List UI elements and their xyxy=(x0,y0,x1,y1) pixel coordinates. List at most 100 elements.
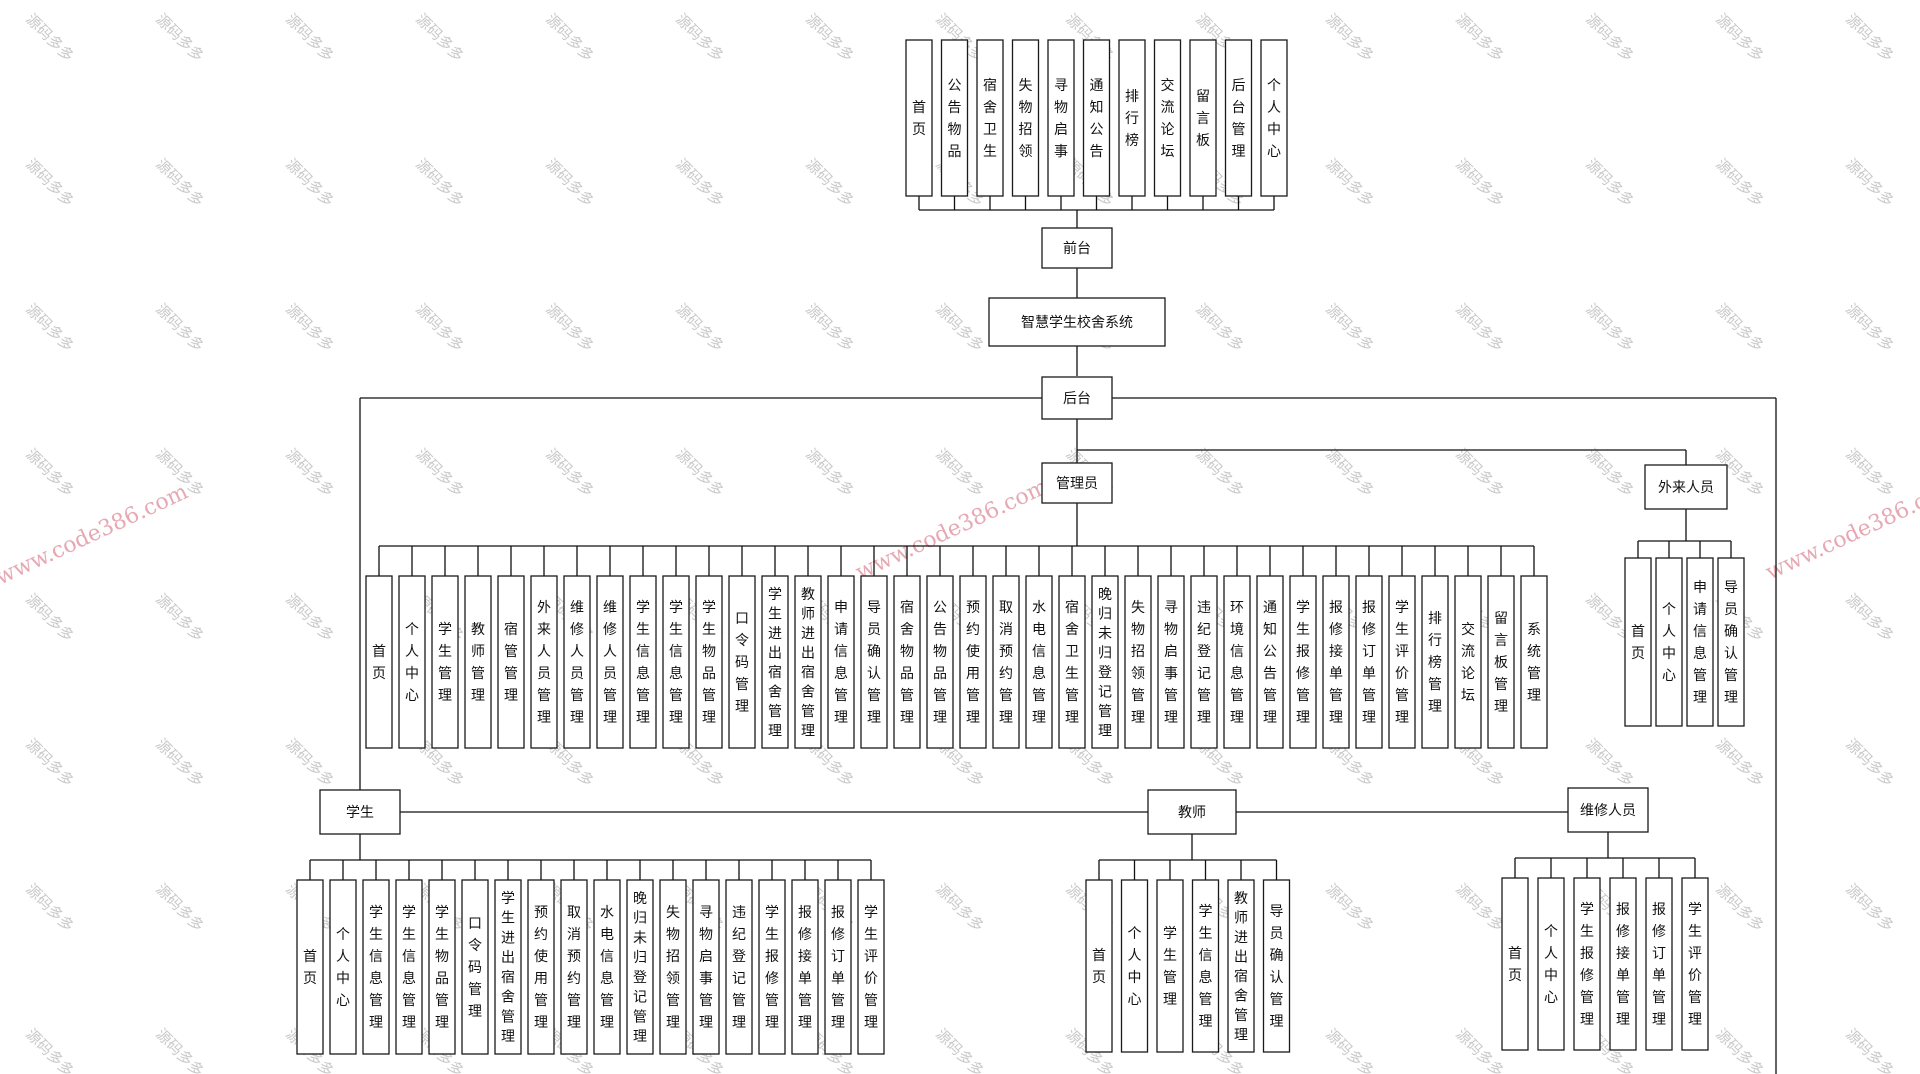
watermark-text: 源码多多 xyxy=(1842,155,1897,210)
watermark-text: 源码多多 xyxy=(1842,10,1897,65)
teacher-item-3: 学生信息管理 xyxy=(1191,879,1220,1053)
visitor-node-label: 外来人员 xyxy=(1658,480,1714,496)
repair-item-1-box xyxy=(1537,877,1565,1051)
student-item-17-label: 学生评价管理 xyxy=(864,905,878,1031)
admin-item-2-label: 学生管理 xyxy=(438,622,452,704)
watermark-text: 源码多多 xyxy=(1322,445,1377,500)
admin-item-26-label: 环境信息管理 xyxy=(1230,600,1244,726)
teacher-item-4-box xyxy=(1227,879,1255,1053)
front-item-2-box xyxy=(976,39,1004,197)
admin-item-5: 外来人员管理 xyxy=(530,575,558,749)
front-item-1-label: 公告物品 xyxy=(948,78,962,160)
admin-item-35-box xyxy=(1520,575,1548,749)
student-item-14-label: 学生报修管理 xyxy=(765,905,779,1031)
watermark-text: 源码多多 xyxy=(1842,300,1897,355)
watermark-text: 源码多多 xyxy=(1712,1025,1767,1074)
watermark-text: 源码多多 xyxy=(1582,735,1637,790)
student-node-box xyxy=(319,789,401,835)
admin-item-7-box xyxy=(596,575,624,749)
admin-item-18-box xyxy=(959,575,987,749)
admin-item-34-label: 留言板管理 xyxy=(1494,611,1508,715)
admin-item-4-label: 宿管管理 xyxy=(504,621,518,704)
admin-item-20-label: 水电信息管理 xyxy=(1032,600,1046,726)
teacher-item-0-box xyxy=(1085,879,1113,1053)
admin-item-11-label: 口令码管理 xyxy=(735,611,749,715)
admin-node-box xyxy=(1041,462,1113,504)
front-item-5-label: 通知公告 xyxy=(1090,78,1104,160)
student-item-12-box xyxy=(692,879,720,1055)
root-node-box xyxy=(988,297,1166,347)
node-layer: 首页公告物品宿舍卫生失物招领寻物启事通知公告排行榜交流论坛留言板后台管理个人中心… xyxy=(296,39,1745,1055)
admin-item-28: 学生报修管理 xyxy=(1289,575,1317,749)
repair-item-2-label: 学生报修管理 xyxy=(1580,902,1594,1028)
admin-item-14: 申请信息管理 xyxy=(827,575,855,749)
admin-item-18: 预约使用管理 xyxy=(959,575,987,749)
watermark-text: 源码多多 xyxy=(282,155,337,210)
admin-item-3-box xyxy=(464,575,492,749)
admin-item-28-box xyxy=(1289,575,1317,749)
admin-item-25: 违纪登记管理 xyxy=(1190,575,1218,749)
admin-item-9-box xyxy=(662,575,690,749)
watermark-text: 源码多多 xyxy=(282,300,337,355)
visitor-item-3-label: 导员确认管理 xyxy=(1724,580,1738,706)
watermark-text: 源码多多 xyxy=(932,1025,987,1074)
front-item-7-label: 交流论坛 xyxy=(1161,77,1175,160)
student-node: 学生 xyxy=(319,789,401,835)
front-item-2-label: 宿舍卫生 xyxy=(983,77,997,160)
watermark-text: 源码多多 xyxy=(1712,10,1767,65)
watermark-text: 源码多多 xyxy=(1452,445,1507,500)
admin-item-7: 维修人员管理 xyxy=(596,575,624,749)
student-node-label: 学生 xyxy=(346,805,374,821)
watermark-text: 源码多多 xyxy=(1322,1025,1377,1074)
admin-item-1-label: 个人中心 xyxy=(405,622,419,704)
repair-node-box xyxy=(1567,787,1649,833)
admin-item-32-box xyxy=(1421,575,1449,749)
admin-item-10-label: 学生物品管理 xyxy=(702,600,716,726)
front-item-5-box xyxy=(1082,39,1111,197)
repair-item-4-box xyxy=(1645,877,1673,1051)
student-item-13: 违纪登记管理 xyxy=(725,879,753,1055)
visitor-item-1-box xyxy=(1655,557,1683,727)
student-item-1: 个人中心 xyxy=(329,879,357,1055)
admin-item-26-box xyxy=(1223,575,1251,749)
student-item-16-label: 报修订单管理 xyxy=(831,905,845,1031)
student-item-2-label: 学生信息管理 xyxy=(369,905,383,1031)
watermark-text: 源码多多 xyxy=(412,10,467,65)
teacher-node-box xyxy=(1147,789,1237,835)
front-item-9-label: 后台管理 xyxy=(1232,78,1246,160)
watermark-text: 源码多多 xyxy=(22,10,77,65)
student-item-3-box xyxy=(395,879,423,1055)
front-item-8-label: 留言板 xyxy=(1196,89,1210,149)
front-item-0: 首页 xyxy=(905,39,933,197)
student-item-4-box xyxy=(428,879,456,1055)
front-item-6-label: 排行榜 xyxy=(1125,89,1139,149)
admin-item-32: 排行榜管理 xyxy=(1421,575,1449,749)
repair-item-4: 报修订单管理 xyxy=(1645,877,1673,1051)
watermark-text: 源码多多 xyxy=(672,10,727,65)
student-item-12-label: 寻物启事管理 xyxy=(699,905,713,1031)
watermark-text: 源码多多 xyxy=(412,300,467,355)
admin-item-1-box xyxy=(398,575,426,749)
teacher-item-5: 导员确认管理 xyxy=(1262,879,1291,1053)
admin-item-34-box xyxy=(1487,575,1515,749)
front-item-2: 宿舍卫生 xyxy=(976,39,1004,197)
watermark-url: www.code386.com xyxy=(852,474,1052,585)
watermark-text: 源码多多 xyxy=(1452,880,1507,935)
watermark-text: 源码多多 xyxy=(1322,155,1377,210)
front-item-10-box xyxy=(1260,39,1288,197)
admin-item-12-box xyxy=(761,575,789,749)
watermark-text: 源码多多 xyxy=(282,10,337,65)
repair-item-1-label: 个人中心 xyxy=(1544,924,1558,1006)
admin-item-7-label: 维修人员管理 xyxy=(603,600,617,726)
front-item-0-box xyxy=(905,39,933,197)
front-node: 前台 xyxy=(1041,227,1113,269)
watermark-text: 源码多多 xyxy=(412,445,467,500)
admin-item-15-label: 导员确认管理 xyxy=(867,600,881,726)
admin-item-35: 系统管理 xyxy=(1520,575,1548,749)
visitor-item-0: 首页 xyxy=(1624,557,1652,727)
admin-item-4: 宿管管理 xyxy=(497,575,525,749)
student-item-7-label: 预约使用管理 xyxy=(534,905,548,1031)
student-item-13-box xyxy=(725,879,753,1055)
student-item-16-box xyxy=(824,879,852,1055)
student-item-0: 首页 xyxy=(296,879,324,1055)
